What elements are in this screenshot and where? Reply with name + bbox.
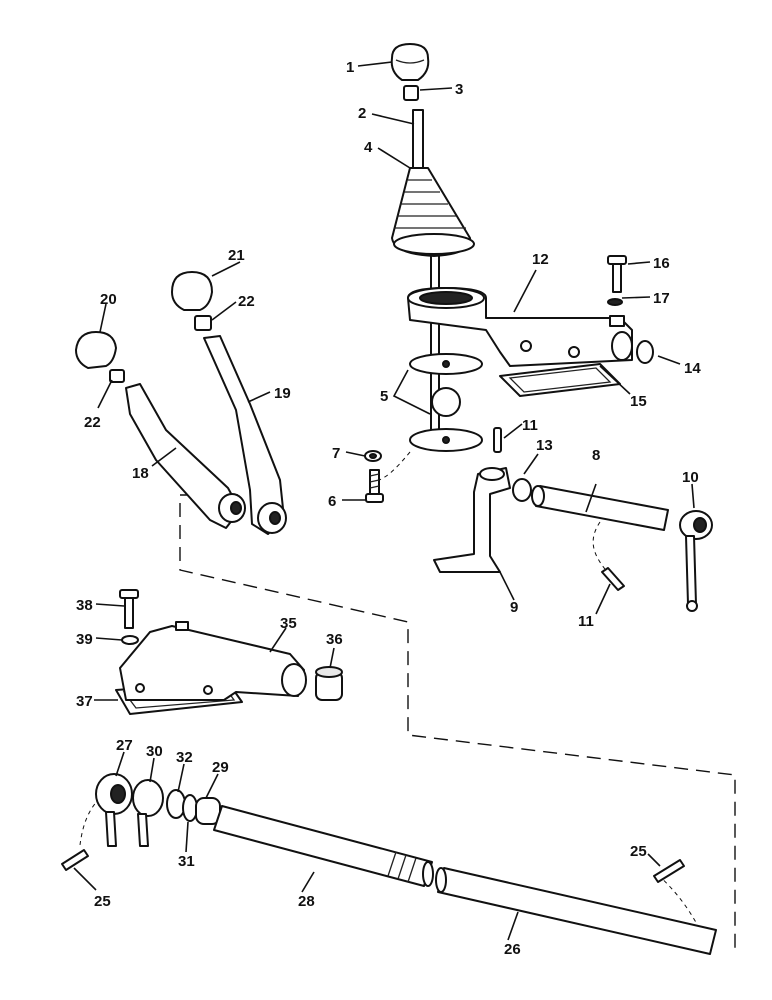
part-28-tube xyxy=(213,805,434,887)
callout-10: 10 xyxy=(682,469,699,486)
part-5-retaining-plates xyxy=(409,353,483,452)
callout-21: 21 xyxy=(228,247,245,264)
callout-37: 37 xyxy=(76,693,93,710)
callout-29: 29 xyxy=(212,759,229,776)
callout-3: 3 xyxy=(455,81,463,98)
part-14-plug xyxy=(636,340,654,364)
part-22-bushing-right xyxy=(194,315,212,331)
part-30-lever-collar xyxy=(132,779,164,847)
callout-16: 16 xyxy=(653,255,670,272)
callout-31: 31 xyxy=(178,853,195,870)
callout-12: 12 xyxy=(532,251,549,268)
part-12-shift-housing xyxy=(407,287,633,367)
part-36-bushing xyxy=(315,666,343,701)
callout-18: 18 xyxy=(132,465,149,482)
callout-11-lower: 11 xyxy=(578,613,594,630)
callout-5: 5 xyxy=(380,388,388,405)
callout-11-upper: 11 xyxy=(522,417,538,434)
part-13-o-ring xyxy=(512,478,532,502)
callout-38: 38 xyxy=(76,597,93,614)
part-9-shift-arm xyxy=(433,467,511,573)
callout-32: 32 xyxy=(176,749,193,766)
part-32-washer xyxy=(166,789,186,819)
part-17-lock-washer xyxy=(607,298,623,306)
callout-1: 1 xyxy=(346,59,354,76)
part-16-bolt xyxy=(607,255,627,293)
callout-7: 7 xyxy=(332,445,340,462)
callout-14: 14 xyxy=(684,360,701,377)
leader-lines xyxy=(73,61,695,941)
part-10-lever xyxy=(679,510,713,612)
part-19-hand-lever xyxy=(203,335,287,535)
part-22-bushing-left xyxy=(109,369,125,383)
callout-2: 2 xyxy=(358,105,366,122)
part-38-bolt xyxy=(119,589,139,629)
part-6-bolt xyxy=(365,469,384,503)
callout-28: 28 xyxy=(298,893,315,910)
part-20-knob xyxy=(75,331,117,369)
assembly-guide-lines xyxy=(79,451,736,948)
part-25-pin-left xyxy=(61,849,89,871)
part-8-cross-shaft xyxy=(531,485,669,531)
part-4-rubber-boot xyxy=(391,167,475,257)
part-27-lever-collar xyxy=(95,773,133,847)
part-11-roll-pin-upper xyxy=(493,427,502,453)
callout-27: 27 xyxy=(116,737,133,754)
part-18-hand-lever xyxy=(125,383,246,529)
part-35-lower-housing xyxy=(119,621,307,701)
callout-6: 6 xyxy=(328,493,336,510)
callout-26: 26 xyxy=(504,941,521,958)
part-1-shift-knob xyxy=(390,43,430,81)
callout-4: 4 xyxy=(364,139,373,156)
part-31-washer xyxy=(182,794,198,822)
callout-15: 15 xyxy=(630,393,647,410)
callout-30: 30 xyxy=(146,743,163,760)
part-39-washer xyxy=(121,635,139,645)
callout-9: 9 xyxy=(510,599,518,616)
callout-20: 20 xyxy=(100,291,117,308)
part-11-roll-pin-lower xyxy=(601,567,625,591)
callout-17: 17 xyxy=(653,290,670,307)
callout-13: 13 xyxy=(536,437,553,454)
callout-labels: 1 3 2 4 12 16 17 14 15 5 7 6 11 13 8 10 … xyxy=(76,59,701,958)
callout-19: 19 xyxy=(274,385,291,402)
callout-36: 36 xyxy=(326,631,343,648)
part-7-washer xyxy=(364,450,382,462)
callout-35: 35 xyxy=(280,615,297,632)
part-21-knob xyxy=(171,271,213,311)
callout-22-left: 22 xyxy=(84,414,101,431)
callout-39: 39 xyxy=(76,631,93,648)
part-3-bushing xyxy=(403,85,419,101)
callout-8: 8 xyxy=(592,447,600,464)
part-25-pin-right xyxy=(653,859,685,883)
callout-25-right: 25 xyxy=(630,843,647,860)
callout-25-left: 25 xyxy=(94,893,111,910)
callout-22-right: 22 xyxy=(238,293,255,310)
part-26-long-shaft xyxy=(435,867,717,955)
